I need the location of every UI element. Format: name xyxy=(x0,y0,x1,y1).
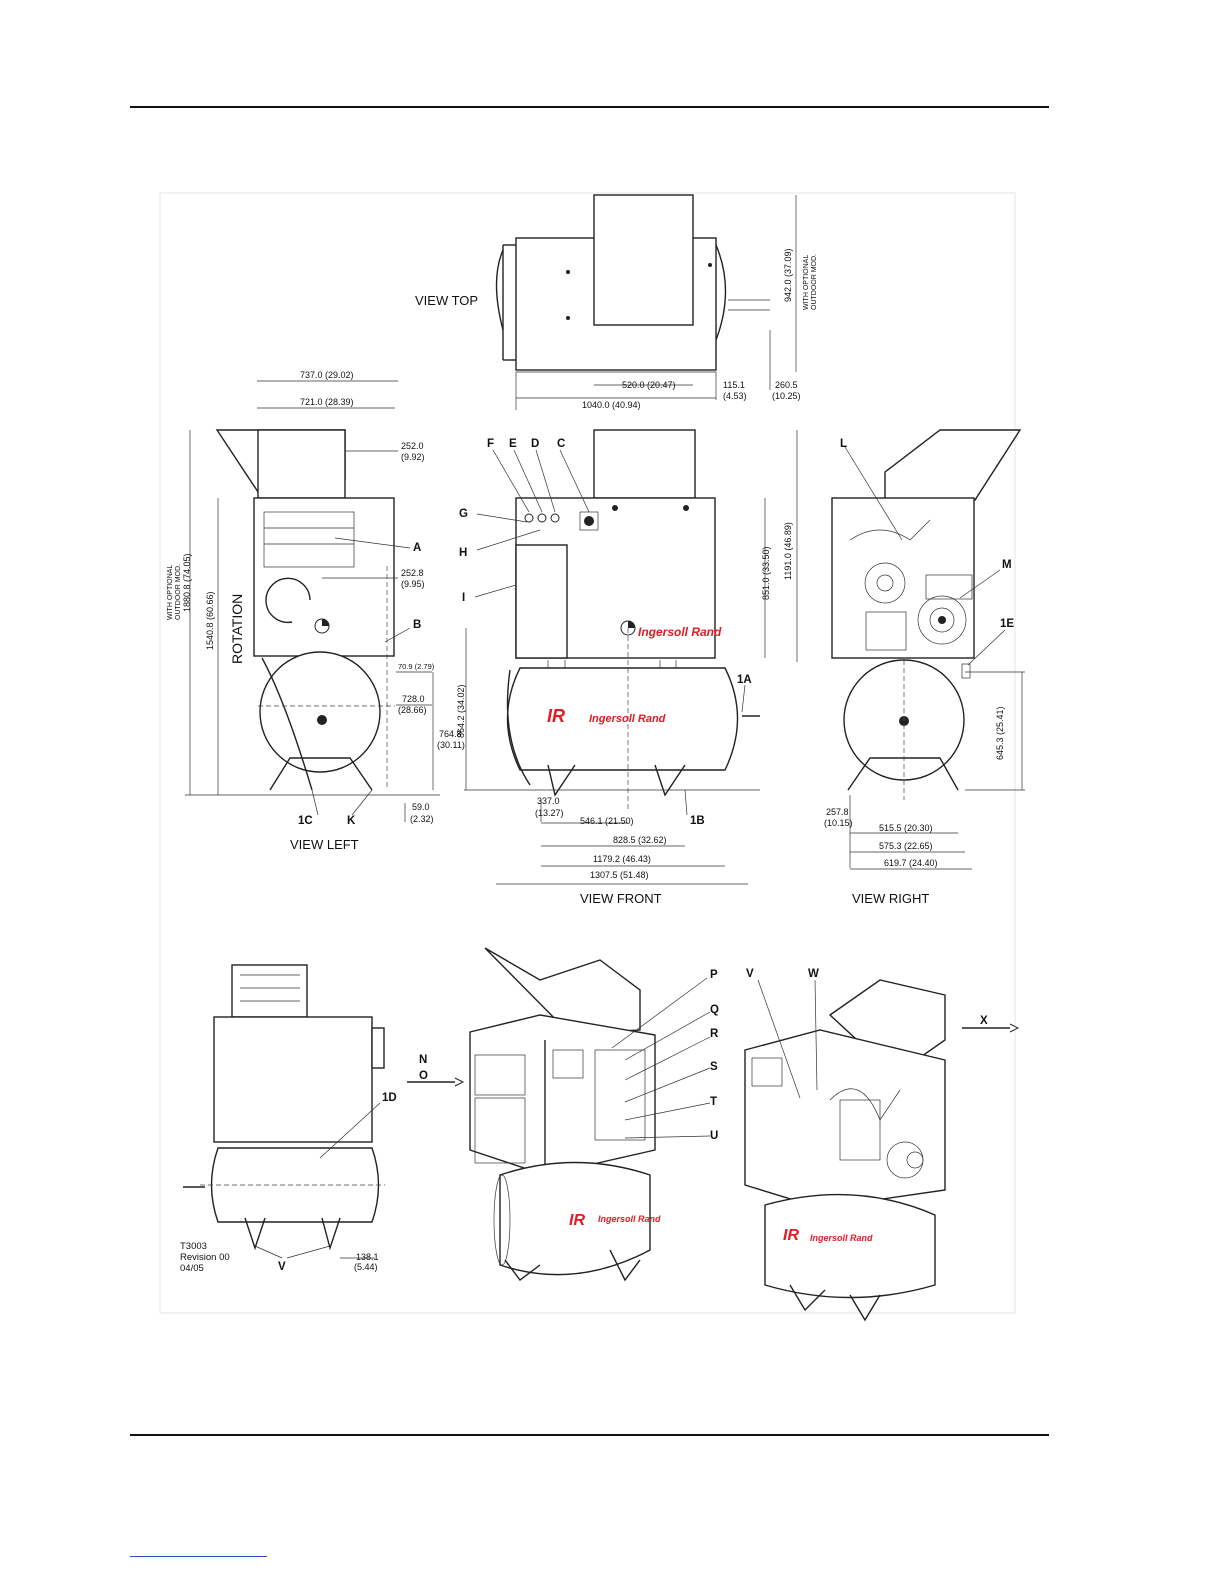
dim-138b: (5.44) xyxy=(354,1262,378,1272)
callout-t: T xyxy=(710,1096,717,1108)
revision-line1: T3003 xyxy=(180,1241,207,1252)
dim-top-outdoor: OUTDOOR MOD. xyxy=(811,254,818,310)
dim-260b: (10.25) xyxy=(772,391,801,401)
dim-top-optional: WITH OPTIONAL xyxy=(803,255,810,310)
view-right-label: VIEW RIGHT xyxy=(852,891,929,906)
revision-line3: 04/05 xyxy=(180,1263,204,1274)
dim-575: 575.3 (22.65) xyxy=(879,841,933,851)
callout-s: S xyxy=(710,1061,718,1073)
dim-709: 70.9 (2.79) xyxy=(398,662,435,671)
callout-v-top: V xyxy=(746,968,754,980)
view-front-drawing xyxy=(464,429,798,885)
view-right-drawing xyxy=(831,429,1025,870)
callout-i: I xyxy=(462,592,465,604)
logo-front-small: Ingersoll Rand xyxy=(638,625,722,639)
callout-a: A xyxy=(413,542,421,554)
logo-iso2-name: Ingersoll Rand xyxy=(810,1233,873,1243)
dim-337b: (13.27) xyxy=(535,808,564,818)
dim-828: 828.5 (32.62) xyxy=(613,835,667,845)
callout-f: F xyxy=(487,438,494,450)
dim-59a: 59.0 xyxy=(412,802,430,812)
view-left-label: VIEW LEFT xyxy=(290,837,359,852)
footer-rule xyxy=(130,1434,1049,1436)
dim-721: 721.0 (28.39) xyxy=(300,397,354,407)
dim-728b: (28.66) xyxy=(398,705,427,715)
revision-line2: Revision 00 xyxy=(180,1252,230,1263)
callout-o: O xyxy=(419,1070,428,1082)
callout-e: E xyxy=(509,438,517,450)
view-rear-drawing xyxy=(183,964,385,1259)
dim-645: 645.3 (25.41) xyxy=(995,706,1005,760)
dim-115b: (4.53) xyxy=(723,391,747,401)
view-top-drawing xyxy=(495,194,797,410)
callout-1d: 1D xyxy=(382,1092,397,1104)
footnote-separator xyxy=(130,1556,267,1557)
dim-520: 520.0 (20.47) xyxy=(622,380,676,390)
callout-1e: 1E xyxy=(1000,618,1014,630)
callout-p: P xyxy=(710,969,718,981)
callout-u: U xyxy=(710,1130,718,1142)
dim-737: 737.0 (29.02) xyxy=(300,370,354,380)
dim-942: 942.0 (37.09) xyxy=(783,248,793,302)
dim-1307: 1307.5 (51.48) xyxy=(590,870,649,880)
isometric-rear-drawing xyxy=(744,979,1020,1322)
dim-left-outdoor: OUTDOOR MOD. xyxy=(175,564,182,620)
callout-1c: 1C xyxy=(298,815,313,827)
dim-1540: 1540.8 (60.66) xyxy=(205,591,215,650)
callout-x: X xyxy=(980,1015,988,1027)
logo-iso2-ir: IR xyxy=(783,1227,799,1244)
dim-115a: 115.1 xyxy=(723,380,745,390)
logo-front-ir: IR xyxy=(547,706,565,726)
dim-59b: (2.32) xyxy=(410,814,434,824)
callout-c: C xyxy=(557,438,565,450)
dim-257b: (10.15) xyxy=(824,818,853,828)
dim-1179: 1179.2 (46.43) xyxy=(593,854,651,864)
dim-864: 864.2 (34.02) xyxy=(456,684,466,738)
callout-1b: 1B xyxy=(690,815,705,827)
rotation-label: ROTATION xyxy=(229,594,245,664)
callout-k: K xyxy=(347,815,356,827)
callout-v-bottom: V xyxy=(278,1261,286,1273)
callout-1a: 1A xyxy=(737,674,752,686)
callout-g: G xyxy=(459,508,468,520)
callout-m: M xyxy=(1002,559,1012,571)
logo-iso1-ir: IR xyxy=(569,1212,585,1229)
dim-851: 851.0 (33.50) xyxy=(761,546,771,600)
view-left-drawing xyxy=(185,380,440,822)
header-rule xyxy=(130,106,1049,108)
dim-1880: 1880.8 (74.05) xyxy=(182,553,192,612)
dim-260a: 260.5 xyxy=(775,380,798,390)
callout-q: Q xyxy=(710,1004,719,1016)
isometric-front-drawing xyxy=(407,947,656,1282)
logo-front-name: Ingersoll Rand xyxy=(589,713,666,725)
callout-w: W xyxy=(808,968,819,980)
dim-252a: 252.0 xyxy=(401,441,424,451)
logo-iso1-name: Ingersoll Rand xyxy=(598,1214,661,1224)
callout-d: D xyxy=(531,438,539,450)
dim-1191: 1191.0 (46.89) xyxy=(783,522,793,580)
dim-138a: 138.1 xyxy=(356,1252,379,1262)
callout-n: N xyxy=(419,1054,427,1066)
dim-337a: 337.0 xyxy=(537,796,560,806)
dim-252d: (9.95) xyxy=(401,579,425,589)
callout-leaders xyxy=(254,446,1006,1259)
dim-515: 515.5 (20.30) xyxy=(879,823,933,833)
callout-h: H xyxy=(459,547,467,559)
dim-764a: 764.8 xyxy=(439,729,462,739)
dim-1040: 1040.0 (40.94) xyxy=(582,400,641,410)
callout-b: B xyxy=(413,619,421,631)
view-front-label: VIEW FRONT xyxy=(580,891,662,906)
dim-728a: 728.0 xyxy=(402,694,425,704)
dim-left-optional: WITH OPTIONAL xyxy=(167,565,174,620)
view-top-label: VIEW TOP xyxy=(415,293,478,308)
callout-r: R xyxy=(710,1028,719,1040)
dim-252b: (9.92) xyxy=(401,452,425,462)
dim-619: 619.7 (24.40) xyxy=(884,858,938,868)
dim-764b: (30.11) xyxy=(437,740,465,750)
callout-l: L xyxy=(840,438,847,450)
dim-546: 546.1 (21.50) xyxy=(580,816,634,826)
dim-252c: 252.8 xyxy=(401,568,424,578)
dim-257a: 257.8 xyxy=(826,807,849,817)
